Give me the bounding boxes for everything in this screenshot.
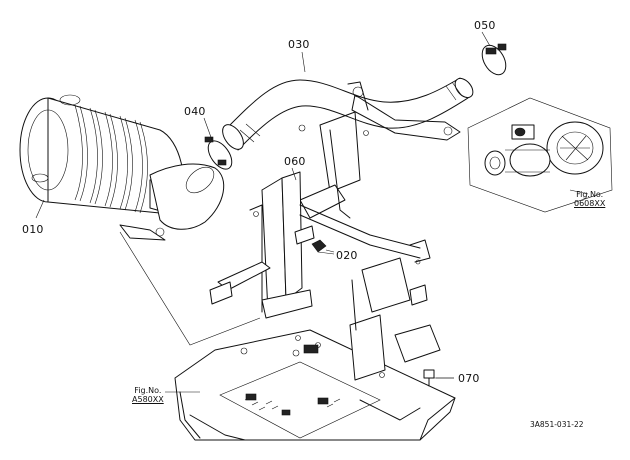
label-part-050: 050 xyxy=(474,19,496,32)
floor-frame-plate xyxy=(174,329,456,441)
air-cleaner-010 xyxy=(19,94,225,241)
label-part-020: 020 xyxy=(336,249,358,262)
label-part-040: 040 xyxy=(184,105,206,118)
label-part-010: 010 xyxy=(22,223,44,236)
label-part-070: 070 xyxy=(458,372,480,385)
hose-clamp-040 xyxy=(204,136,233,170)
leader-lines xyxy=(35,31,589,393)
bolt-020 xyxy=(311,239,335,253)
figure-ref-frame-line1: Fig.No. xyxy=(134,386,162,395)
figure-ref-turbocharger-number[interactable]: 0608XX xyxy=(574,199,606,209)
support-bracket-060 xyxy=(209,81,461,381)
hose-clamp-050 xyxy=(481,43,507,76)
turbocharger-reference xyxy=(467,97,613,213)
label-part-060: 060 xyxy=(284,155,306,168)
figure-ref-turbocharger-line1: Fig.No. xyxy=(576,190,604,199)
hatched-floor-area xyxy=(244,393,341,416)
drawing-code: 3A851-031-22 xyxy=(530,420,584,429)
intake-hose-030 xyxy=(222,77,474,151)
figure-ref-frame[interactable]: Fig.No. A580XX xyxy=(132,386,164,404)
label-part-030: 030 xyxy=(288,38,310,51)
figure-ref-frame-number[interactable]: A580XX xyxy=(132,395,164,405)
figure-ref-turbocharger[interactable]: Fig.No. 0608XX xyxy=(574,190,605,208)
